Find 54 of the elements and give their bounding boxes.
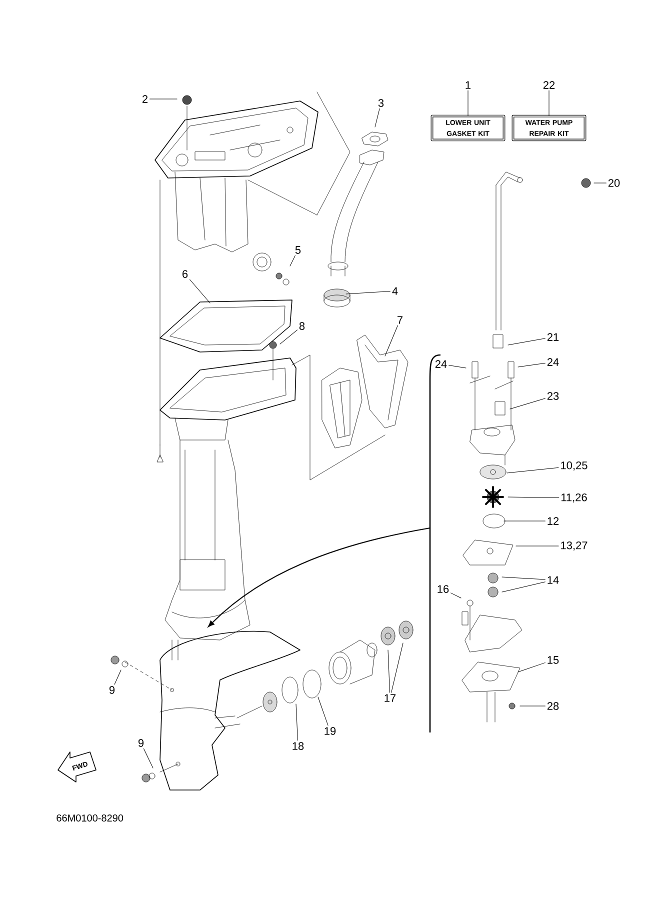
callout-number: 2 [142, 95, 148, 103]
callout-number: 22 [543, 81, 555, 89]
callout-number: 8 [299, 322, 305, 330]
callout-number: 28 [547, 702, 559, 710]
leader-line [506, 467, 559, 474]
callout-number: 14 [548, 576, 559, 584]
callout-number: 13,27 [561, 541, 588, 551]
leader-line [508, 338, 546, 346]
leader-line [290, 255, 296, 266]
callout-number: 15 [548, 656, 559, 664]
leader-line [190, 279, 210, 304]
leader-line [346, 291, 390, 294]
leader-line [391, 642, 404, 693]
leader-line [510, 398, 546, 410]
callout-number: 1 [466, 81, 471, 89]
callout-number: 9 [138, 739, 144, 747]
leader-line [548, 90, 550, 116]
callout-number: 11,26 [561, 493, 587, 503]
leader-line [114, 670, 122, 685]
leader-line [143, 748, 154, 768]
leader-line [504, 520, 546, 522]
callout-number: 19 [324, 727, 336, 735]
leader-line [296, 704, 298, 741]
leader-line [384, 325, 398, 356]
callout-number: 17 [384, 694, 396, 702]
leader-line [594, 182, 606, 184]
leader-line [502, 576, 546, 580]
leader-line [518, 662, 546, 672]
callout-number: 24 [547, 358, 559, 366]
callout-number: 20 [608, 179, 620, 187]
leader-line [150, 98, 178, 100]
leader-line [280, 330, 298, 344]
leader-line [448, 365, 466, 368]
callout-number: 23 [547, 392, 559, 400]
leader-line [518, 362, 546, 368]
callout-number: 16 [438, 585, 449, 593]
part-number: 66M0100-8290 [56, 814, 124, 822]
leader-line [502, 582, 546, 592]
leader-line [388, 650, 390, 693]
callout-number: 6 [182, 270, 188, 278]
leader-line [508, 496, 560, 498]
callout-number: 4 [392, 287, 398, 295]
callout-number: 7 [398, 316, 402, 324]
callout-number: 18 [292, 742, 304, 750]
leader-line [374, 108, 380, 128]
callout-number: 24 [435, 360, 447, 368]
callout-number: 21 [547, 333, 559, 341]
callout-number: 10,25 [561, 461, 588, 471]
callout-number: 5 [295, 246, 301, 254]
callout-number: 9 [109, 686, 115, 694]
callout-number: 3 [378, 99, 384, 107]
leader-line [450, 592, 462, 598]
callout-number: 12 [548, 517, 559, 525]
leader-line [318, 696, 328, 726]
